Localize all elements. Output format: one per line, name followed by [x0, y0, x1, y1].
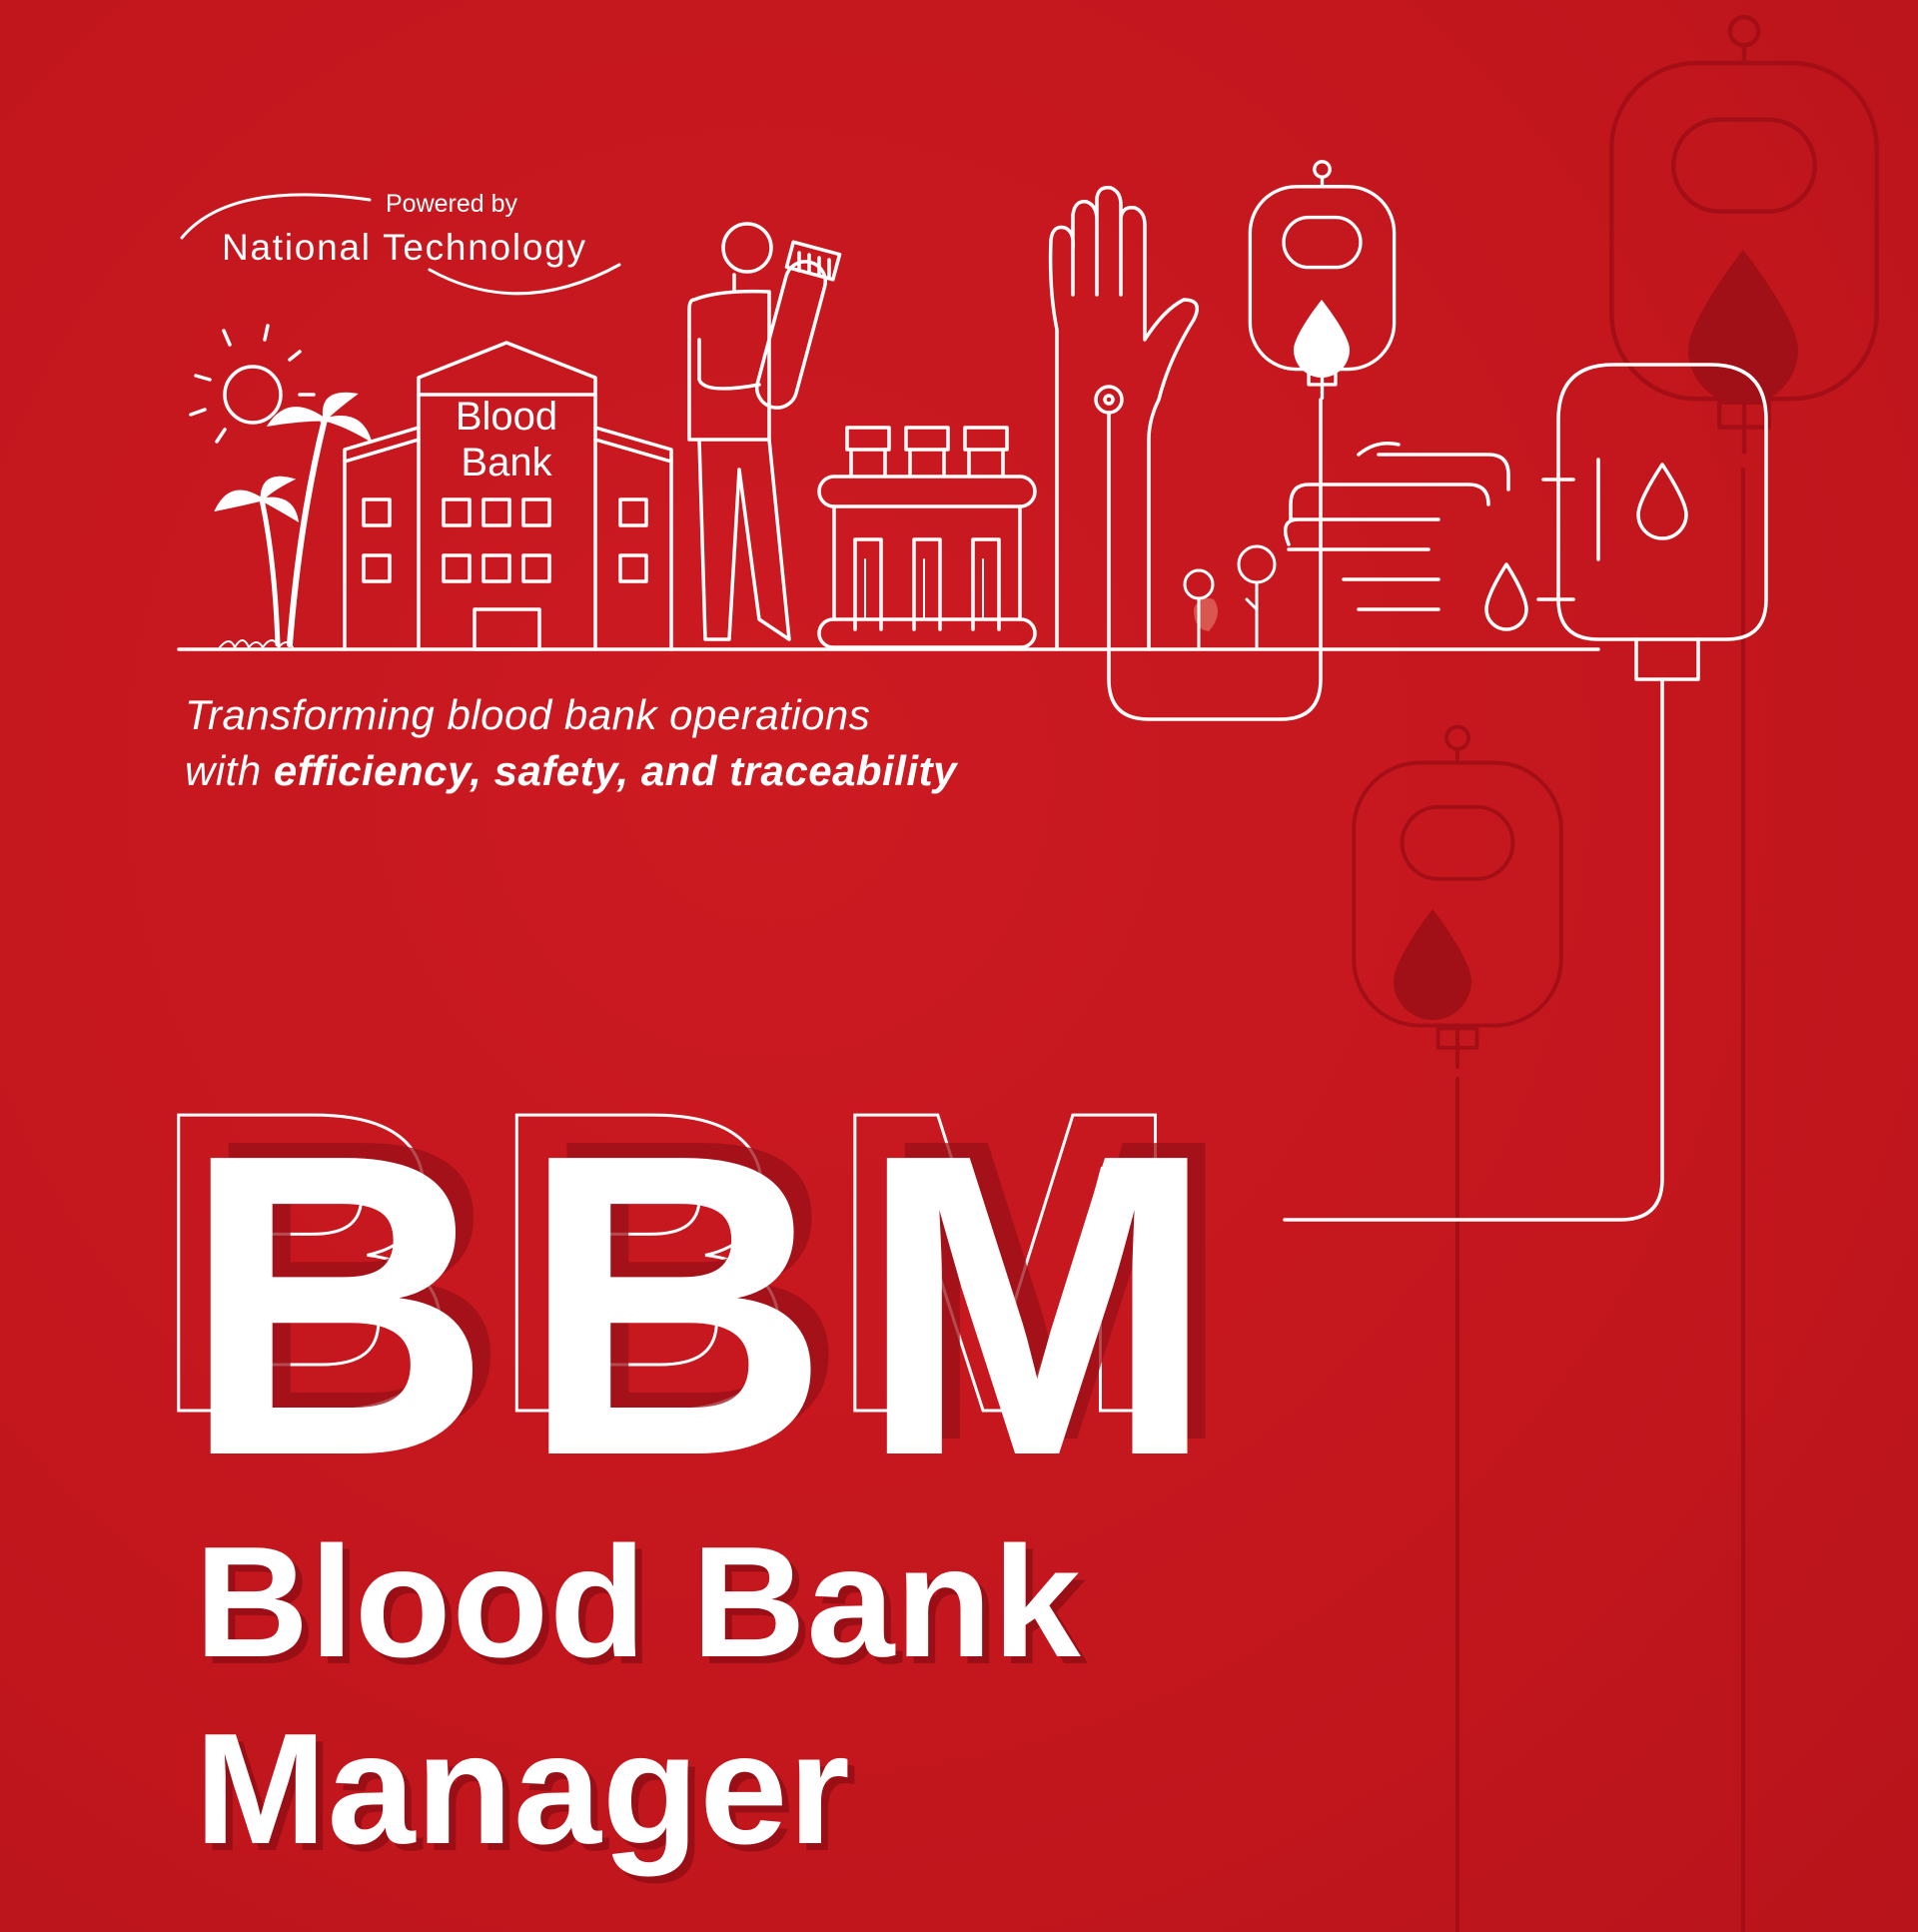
powered-by-label: Powered by	[386, 190, 518, 218]
sun-icon	[189, 324, 316, 444]
small-trees-icon	[1183, 544, 1277, 649]
hand-holding-bag-icon	[1283, 442, 1575, 631]
product-title-line2: Manager	[195, 1701, 851, 1877]
raised-hand-icon	[1048, 185, 1200, 651]
tagline-line2: with efficiency, safety, and traceabilit…	[185, 743, 957, 799]
national-technology-logo-swoosh	[180, 193, 621, 296]
tagline-line1: Transforming blood bank operations	[185, 691, 871, 738]
building-sign-blood: Blood	[456, 395, 557, 439]
company-name: National Technology	[222, 227, 586, 268]
acronym-outline: BBM	[150, 1023, 1212, 1502]
blood-bag-small-icon	[1248, 160, 1397, 401]
blood-bag-right-icon	[1556, 363, 1768, 681]
acronym-title: BBM	[182, 1066, 1244, 1545]
sample-tubes-rack-icon	[817, 426, 1037, 649]
tagline: Transforming blood bank operations with …	[185, 687, 957, 799]
tagline-prefix: with	[185, 747, 274, 794]
product-title-line1: Blood Bank	[195, 1514, 1082, 1690]
blood-bank-building-icon	[343, 341, 673, 651]
faded-blood-bag-mid-icon	[1354, 727, 1561, 1932]
building-sign-bank: Bank	[461, 441, 552, 484]
palm-tree-icon	[214, 392, 373, 648]
tagline-emphasis: efficiency, safety, and traceability	[273, 747, 957, 794]
faded-blood-bag-large-icon	[1611, 17, 1876, 1932]
transfusion-tube-line	[1107, 398, 1323, 721]
connector-tube-line	[1283, 677, 1664, 1222]
acronym-shadow: BBM	[200, 1051, 1262, 1530]
lab-technician-icon	[687, 222, 842, 641]
